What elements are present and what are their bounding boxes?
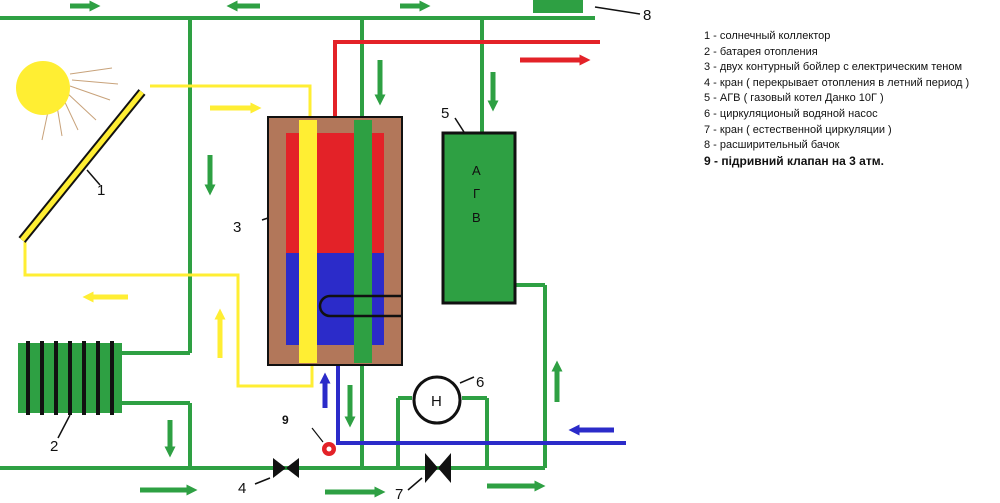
agv-letter-1: А: [472, 163, 481, 178]
label-8: 8: [643, 7, 651, 24]
circulation-pump: [412, 375, 462, 425]
legend-item-7: 7 - кран ( естественной циркуляции ): [704, 123, 892, 136]
red-pipe: [333, 40, 600, 125]
label-7: 7: [395, 486, 403, 503]
legend-item-6: 6 - циркуляционый водяной насос: [704, 107, 878, 120]
label-6: 6: [476, 374, 484, 391]
agv-letter-2: Г: [473, 186, 480, 201]
green-pipes: [0, 16, 595, 470]
valve-7-icon: [425, 453, 451, 483]
legend: 1 - солнечный коллектор 2 - батарея отоп…: [704, 29, 969, 169]
valve-4-icon: [273, 458, 299, 478]
legend-item-1: 1 - солнечный коллектор: [704, 30, 831, 42]
legend-item-3: 3 - двух контурный бойлер с електрически…: [704, 61, 963, 74]
legend-item-9: 9 - підривний клапан на 3 атм.: [704, 153, 884, 168]
sun-icon: [16, 61, 119, 141]
pump-letter: Н: [431, 393, 442, 410]
agv-letter-3: В: [472, 210, 481, 225]
legend-item-8: 8 - расширительный бачок: [704, 139, 840, 152]
label-2: 2: [50, 438, 58, 455]
blue-pipe: [336, 340, 626, 445]
dual-circuit-boiler: [267, 116, 403, 366]
solar-collector: [18, 89, 146, 243]
flow-arrows: [70, 0, 614, 498]
legend-item-4: 4 - кран ( перекрывает отопления в летни…: [704, 76, 970, 89]
label-9: 9: [282, 413, 289, 427]
label-4: 4: [238, 480, 246, 497]
electric-heater: [318, 294, 402, 318]
gas-boiler-agv: [441, 131, 517, 305]
heating-radiator: [18, 341, 122, 415]
expansion-tank: [533, 0, 583, 13]
label-5: 5: [441, 105, 449, 122]
label-3: 3: [233, 219, 241, 236]
solar-loop: [23, 84, 314, 388]
legend-item-5: 5 - АГВ ( газовый котел Данко 10Г ): [704, 92, 884, 105]
legend-item-2: 2 - батарея отопления: [704, 45, 818, 58]
label-1: 1: [97, 182, 105, 199]
